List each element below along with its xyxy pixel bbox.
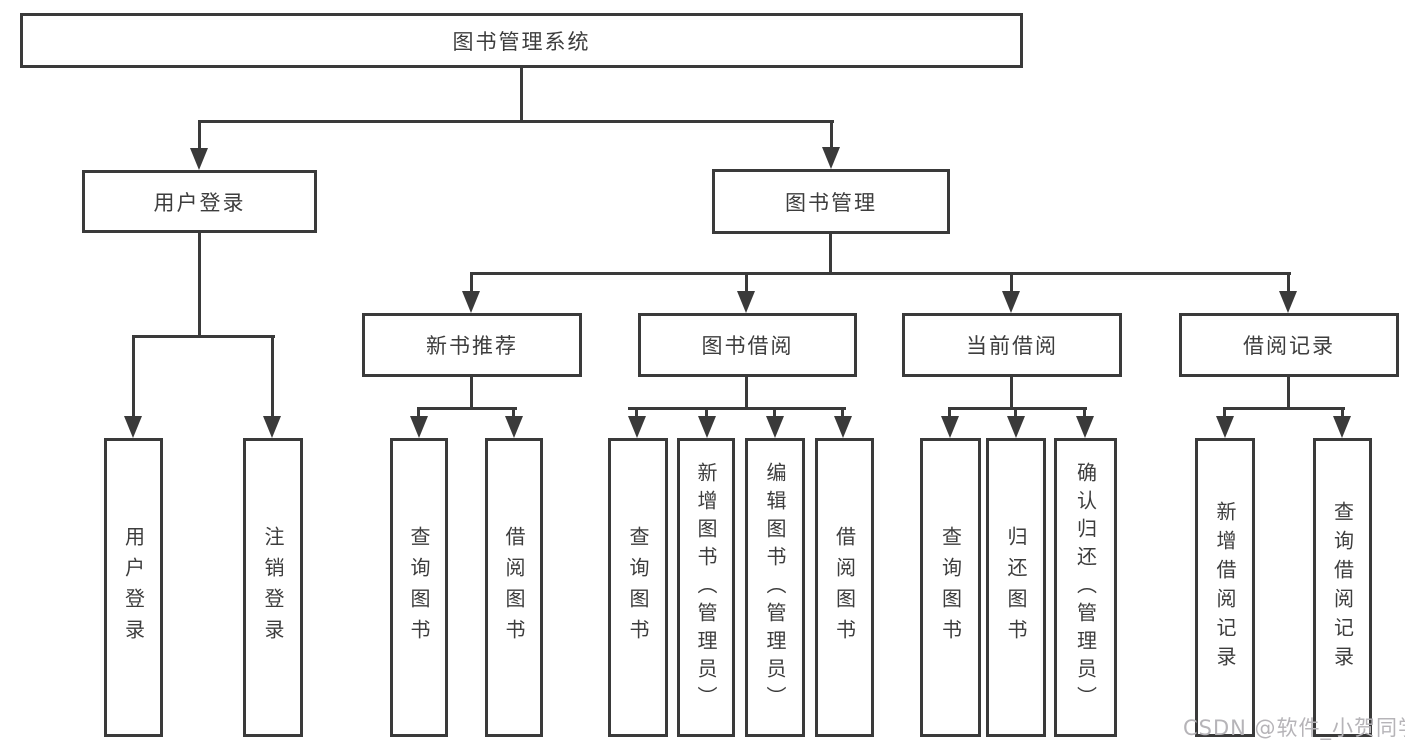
node-root-system: 图书管理系统 — [20, 13, 1023, 68]
connector-line — [948, 407, 951, 418]
leaf-user-login-label: 用户登录 — [121, 525, 146, 650]
leaf-query-borrow-record: 查询借阅记录 — [1313, 438, 1372, 737]
arrow-down-icon — [190, 148, 208, 170]
arrow-down-icon — [1076, 416, 1094, 438]
node-book-borrow-label: 图书借阅 — [701, 334, 794, 358]
connector-line — [773, 407, 776, 418]
arrow-down-icon — [1279, 291, 1297, 313]
arrow-down-icon — [766, 416, 784, 438]
connector-line — [198, 120, 201, 152]
connector-line — [1287, 272, 1290, 296]
connector-line — [829, 234, 832, 275]
leaf-borrow-borrow-books: 借阅图书 — [815, 438, 874, 737]
arrow-down-icon — [124, 416, 142, 438]
arrow-down-icon — [1333, 416, 1351, 438]
leaf-logout: 注销登录 — [243, 438, 303, 737]
connector-line — [512, 407, 515, 418]
connector-line — [628, 407, 846, 410]
arrow-down-icon — [822, 147, 840, 169]
node-borrow-records-label: 借阅记录 — [1243, 334, 1335, 358]
connector-line — [1010, 377, 1013, 410]
arrow-down-icon — [462, 291, 480, 313]
leaf-edit-book-admin-label: 编辑图书（管理员） — [763, 461, 787, 714]
arrow-down-icon — [1007, 416, 1025, 438]
connector-line — [745, 272, 748, 296]
leaf-add-borrow-record-label: 新增借阅记录 — [1213, 500, 1237, 675]
connector-line — [132, 335, 135, 418]
arrow-down-icon — [698, 416, 716, 438]
connector-line — [1223, 407, 1226, 418]
node-new-book-recommend-label: 新书推荐 — [426, 334, 518, 358]
leaf-newbook-query-books-label: 查询图书 — [407, 525, 431, 650]
leaf-add-book-admin-label: 新增图书（管理员） — [694, 461, 718, 714]
node-current-borrow: 当前借阅 — [902, 313, 1122, 377]
arrow-down-icon — [941, 416, 959, 438]
leaf-query-borrow-record-label: 查询借阅记录 — [1330, 500, 1355, 675]
node-book-management: 图书管理 — [712, 169, 950, 234]
arrow-down-icon — [834, 416, 852, 438]
connector-line — [1083, 407, 1086, 418]
connector-line — [198, 120, 834, 123]
arrow-down-icon — [737, 291, 755, 313]
connector-line — [1223, 407, 1345, 410]
leaf-return-books-label: 归还图书 — [1004, 525, 1028, 650]
connector-line — [520, 68, 523, 120]
connector-line — [841, 407, 844, 418]
leaf-return-books: 归还图书 — [986, 438, 1046, 737]
leaf-confirm-return-admin: 确认归还（管理员） — [1054, 438, 1117, 737]
connector-line — [745, 377, 748, 410]
leaf-borrow-query-books: 查询图书 — [608, 438, 668, 737]
leaf-current-query-books: 查询图书 — [920, 438, 981, 737]
connector-line — [1014, 407, 1017, 418]
node-new-book-recommend: 新书推荐 — [362, 313, 582, 377]
leaf-current-query-books-label: 查询图书 — [938, 525, 963, 650]
connector-line — [1341, 407, 1344, 418]
node-root-label: 图书管理系统 — [452, 29, 591, 54]
node-book-borrow: 图书借阅 — [638, 313, 857, 377]
connector-line — [830, 120, 833, 152]
arrow-down-icon — [1216, 416, 1234, 438]
node-book-management-label: 图书管理 — [785, 190, 877, 215]
leaf-borrow-borrow-books-label: 借阅图书 — [832, 525, 857, 650]
connector-line — [1010, 272, 1013, 296]
leaf-add-borrow-record: 新增借阅记录 — [1195, 438, 1255, 737]
csdn-watermark: CSDN @软件_小贺同学 — [1183, 716, 1405, 740]
leaf-confirm-return-admin-label: 确认归还（管理员） — [1073, 461, 1098, 714]
connector-line — [470, 272, 1291, 275]
node-user-login-label: 用户登录 — [153, 190, 246, 215]
arrow-down-icon — [263, 416, 281, 438]
connector-line — [271, 335, 274, 418]
connector-line — [470, 377, 473, 410]
connector-line — [470, 272, 473, 296]
connector-line — [198, 233, 201, 337]
connector-line — [133, 335, 275, 338]
node-borrow-records: 借阅记录 — [1179, 313, 1399, 377]
connector-line — [417, 407, 420, 418]
arrow-down-icon — [1002, 291, 1020, 313]
connector-line — [1287, 377, 1290, 410]
leaf-logout-label: 注销登录 — [261, 525, 285, 650]
arrow-down-icon — [505, 416, 523, 438]
node-user-login: 用户登录 — [82, 170, 317, 233]
leaf-edit-book-admin: 编辑图书（管理员） — [745, 438, 805, 737]
node-current-borrow-label: 当前借阅 — [966, 334, 1058, 358]
connector-line — [948, 407, 1087, 410]
leaf-add-book-admin: 新增图书（管理员） — [677, 438, 735, 737]
leaf-borrow-query-books-label: 查询图书 — [626, 525, 650, 650]
connector-line — [635, 407, 638, 418]
arrow-down-icon — [410, 416, 428, 438]
leaf-newbook-borrow-books: 借阅图书 — [485, 438, 543, 737]
connector-line — [705, 407, 708, 418]
connector-line — [417, 407, 517, 410]
leaf-newbook-borrow-books-label: 借阅图书 — [502, 525, 526, 650]
leaf-newbook-query-books: 查询图书 — [390, 438, 448, 737]
arrow-down-icon — [628, 416, 646, 438]
leaf-user-login: 用户登录 — [104, 438, 163, 737]
